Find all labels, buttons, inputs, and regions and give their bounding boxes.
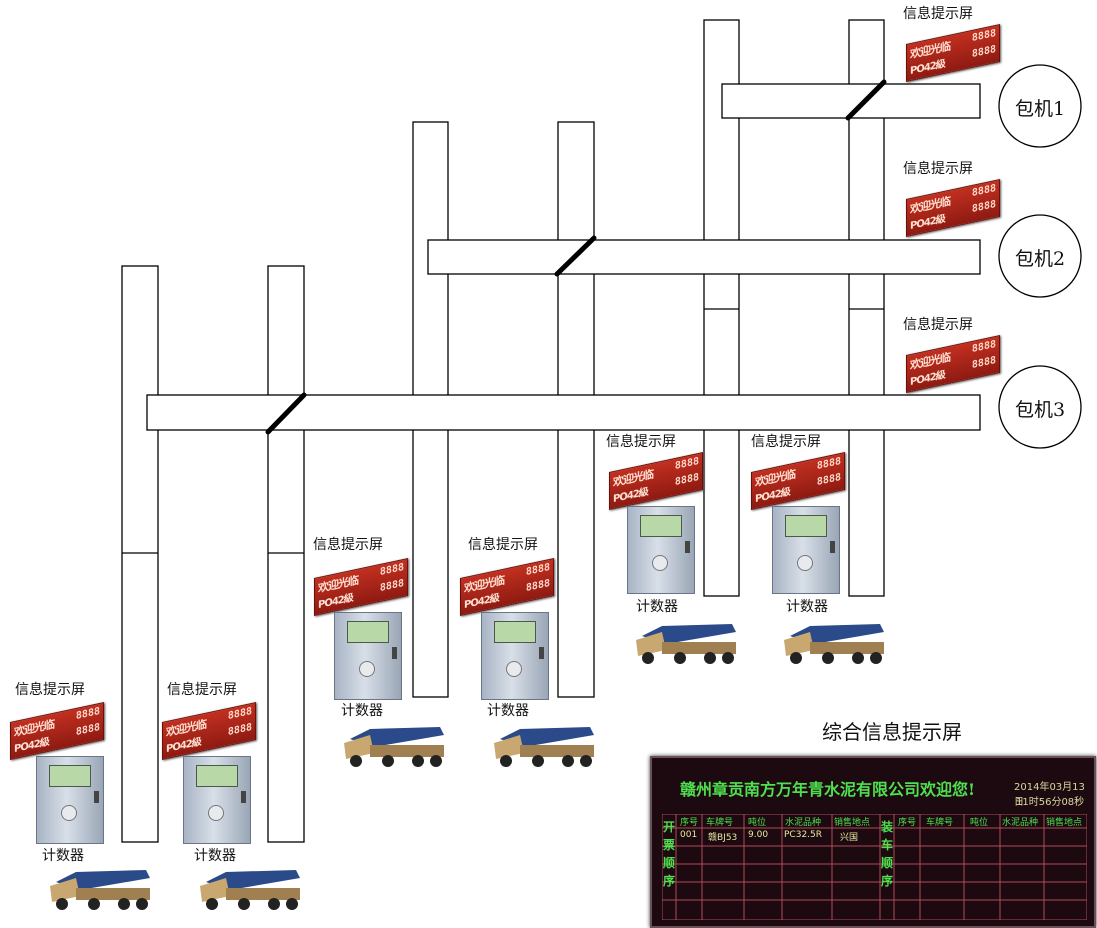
gate-1 xyxy=(845,79,887,121)
truck-icon xyxy=(50,870,150,910)
header-left-4: 销售地点 xyxy=(834,818,871,828)
packer-3-label: 包机3 xyxy=(1014,399,1066,421)
gate-2 xyxy=(554,235,597,277)
truck-icon xyxy=(494,727,594,767)
led-num-2: 8888 xyxy=(971,354,996,371)
summary-panel-grid xyxy=(662,814,1087,920)
summary-panel-time: 11时56分08秒 xyxy=(1016,797,1085,808)
led-num-1: 8888 xyxy=(971,182,996,199)
counter-device-lane-1 xyxy=(36,756,104,844)
header-right-3: 水泥品种 xyxy=(1002,818,1039,828)
header-right-4: 销售地点 xyxy=(1046,818,1083,828)
counter-device-lane-2 xyxy=(183,756,251,844)
counter-label-lane-1: 计数器 xyxy=(42,848,84,864)
packer-3-circle xyxy=(998,365,1082,449)
header-left-1: 车牌号 xyxy=(706,818,734,828)
header-right-1: 车牌号 xyxy=(926,818,954,828)
packer-1-circle xyxy=(998,64,1082,148)
screen-label-lane-2: 信息提示屏 xyxy=(167,682,237,698)
counter-device-lane-5 xyxy=(627,506,695,594)
header-right-2: 吨位 xyxy=(970,818,989,828)
counter-device-lane-4 xyxy=(481,612,549,700)
screen-label-lane-6: 信息提示屏 xyxy=(751,434,821,450)
counter-label-lane-2: 计数器 xyxy=(194,848,236,864)
led-num-2: 8888 xyxy=(971,43,996,60)
packer-1-label: 包机1 xyxy=(1014,98,1066,120)
counter-label-lane-6: 计数器 xyxy=(786,599,828,615)
header-left-0: 序号 xyxy=(680,818,699,828)
screen-label-lane-4: 信息提示屏 xyxy=(468,537,538,553)
packer-2-label: 包机2 xyxy=(1014,248,1066,270)
lane-column-1 xyxy=(121,265,159,843)
screen-label-lane-3: 信息提示屏 xyxy=(313,537,383,553)
led-num-1: 8888 xyxy=(971,338,996,355)
header-right-0: 序号 xyxy=(898,818,917,828)
header-left-3: 水泥品种 xyxy=(785,818,822,828)
conveyor-2 xyxy=(427,239,981,275)
counter-device-lane-6 xyxy=(772,506,840,594)
counter-label-lane-4: 计数器 xyxy=(487,703,529,719)
counter-label-lane-5: 计数器 xyxy=(636,599,678,615)
summary-panel-title: 赣州章贡南方万年青水泥有限公司欢迎您! xyxy=(680,780,976,799)
screen-label-lane-1: 信息提示屏 xyxy=(15,682,85,698)
row1-location: 兴国 xyxy=(840,833,859,843)
led-num-2: 8888 xyxy=(971,198,996,215)
loading-order-vertical-label: 装车顺序 xyxy=(880,820,893,888)
packer-2-circle xyxy=(998,214,1082,298)
truck-icon xyxy=(784,624,884,664)
gate-3 xyxy=(265,392,307,435)
row1-seq: 001 xyxy=(680,830,698,840)
screen-label-top-1: 信息提示屏 xyxy=(903,6,973,22)
summary-screen-label: 综合信息提示屏 xyxy=(822,720,962,744)
counter-label-lane-3: 计数器 xyxy=(341,703,383,719)
lane-column-2 xyxy=(267,265,305,843)
screen-label-lane-5: 信息提示屏 xyxy=(606,434,676,450)
summary-panel-date: 2014年03月13日 xyxy=(1014,782,1085,808)
header-left-2: 吨位 xyxy=(748,818,767,828)
issue-order-vertical-label: 开票顺序 xyxy=(662,820,675,888)
truck-icon xyxy=(636,624,736,664)
truck-icon xyxy=(200,870,300,910)
led-num-1: 8888 xyxy=(971,27,996,44)
summary-led-panel: 赣州章贡南方万年青水泥有限公司欢迎您! 2014年03月13日 11时56分08… xyxy=(650,756,1096,928)
screen-label-top-3: 信息提示屏 xyxy=(903,317,973,333)
counter-device-lane-3 xyxy=(334,612,402,700)
screen-label-top-2: 信息提示屏 xyxy=(903,161,973,177)
conveyor-1 xyxy=(721,83,981,119)
row1-plate: 赣BJ53 xyxy=(708,833,738,843)
truck-icon xyxy=(344,727,444,767)
row1-tonnage: 9.00 xyxy=(748,830,769,840)
row1-cement-type: PC32.5R xyxy=(784,830,823,840)
